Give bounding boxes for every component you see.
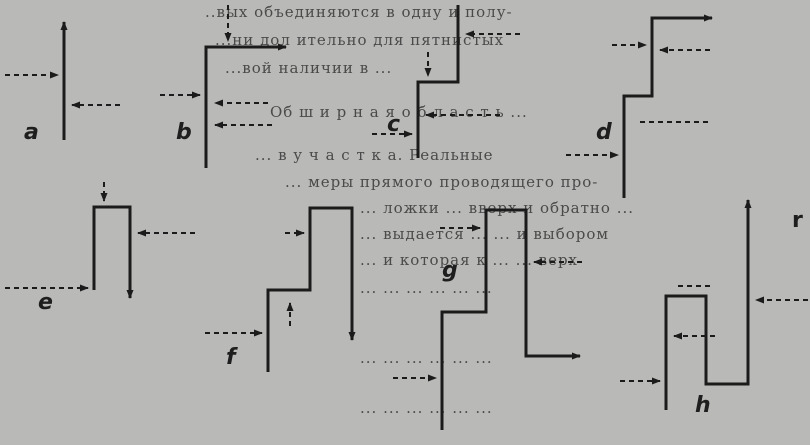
panel-label-d: d	[596, 120, 612, 145]
text-line: ... и которая к ... ... верх	[360, 252, 579, 268]
panel-g-diagram	[393, 208, 582, 430]
panel-c-diagram	[372, 5, 520, 158]
edge-label-r: r	[792, 208, 803, 233]
panel-label-b: b	[176, 120, 192, 145]
text-line: ... ложки ... вверх и обратно ...	[360, 200, 635, 216]
text-line: ...вой наличии в ...	[225, 60, 393, 76]
text-line: ...ни дол ительно для пятнистых	[215, 32, 505, 48]
panel-d-diagram	[566, 14, 713, 198]
text-line: ... в у ч а с т к а. Реальные	[255, 147, 494, 163]
main-line	[92, 205, 134, 299]
panel-f-diagram	[205, 206, 356, 372]
panel-label-a: a	[24, 120, 39, 145]
main-line	[204, 43, 287, 168]
text-line: ... ... ... ... ... ...	[360, 280, 493, 296]
panel-label-f: f	[226, 345, 236, 370]
panel-h-diagram	[620, 199, 808, 410]
text-line: ... ... ... ... ... ...	[360, 350, 493, 366]
text-line: ..вых объединяются в одну и полу-	[205, 4, 513, 20]
main-line	[440, 208, 581, 430]
panel-e-diagram	[5, 182, 195, 299]
panel-label-g: g	[442, 258, 458, 283]
text-line: ... выдается ... ... и выбором	[360, 226, 610, 242]
panel-b-diagram	[160, 5, 287, 168]
main-line	[416, 5, 460, 158]
main-line	[622, 14, 713, 198]
main-line	[664, 199, 752, 410]
panel-a-diagram	[5, 21, 120, 140]
text-line: ... ... ... ... ... ...	[360, 400, 493, 416]
text-line: ... меры прямого проводящего про-	[285, 174, 599, 190]
panel-label-e: e	[38, 290, 53, 315]
main-line	[266, 206, 356, 372]
panel-label-c: c	[387, 112, 401, 137]
panel-label-h: h	[695, 393, 711, 418]
